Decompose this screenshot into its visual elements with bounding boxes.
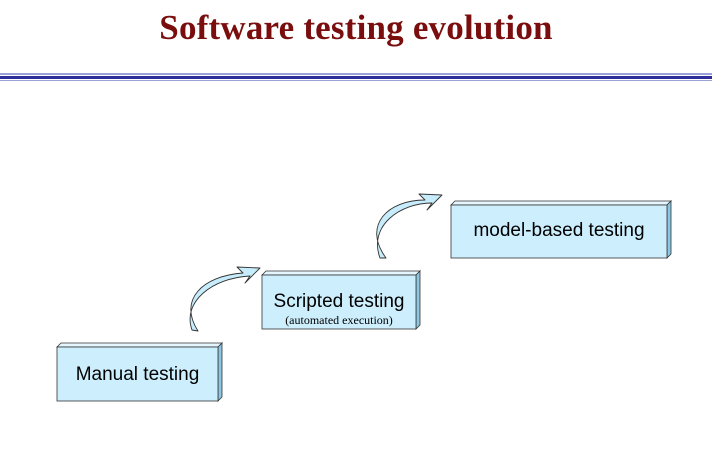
stage-label-manual: Manual testing <box>75 364 200 385</box>
title-rule-bottom <box>0 80 712 81</box>
stage-box-scripted <box>261 270 421 330</box>
stage-box-model-based <box>450 200 672 259</box>
slide-title: Software testing evolution <box>159 8 553 47</box>
title-rule-top <box>0 73 712 75</box>
stage-box-manual <box>56 342 223 402</box>
title-rule-main <box>0 76 712 79</box>
evolution-arrow-2 <box>376 193 443 259</box>
stage-label-model-based: model-based testing <box>473 220 645 241</box>
stage-sublabel-scripted: (automated execution) <box>285 313 393 327</box>
stage-label-scripted: Scripted testing <box>273 291 405 312</box>
evolution-arrow-1 <box>189 266 261 332</box>
